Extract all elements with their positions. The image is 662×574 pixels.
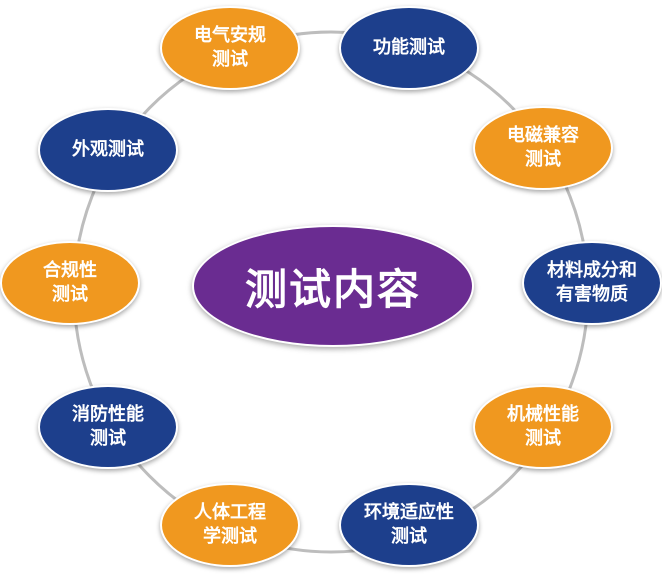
test-item-label-line: 人体工程 [194, 502, 266, 523]
test-item-label: 电磁兼容测试 [501, 124, 585, 172]
test-item-label-line: 测试 [52, 284, 88, 305]
test-item-node: 电气安规测试 [160, 6, 300, 90]
test-item-label-line: 环境适应性 [364, 502, 454, 523]
test-item-node: 消防性能测试 [38, 385, 178, 469]
test-item-label-line: 合规性 [43, 260, 97, 281]
test-item-label: 功能测试 [367, 36, 451, 60]
test-item-node: 合规性测试 [0, 241, 140, 325]
test-item-label-line: 测试 [212, 49, 248, 70]
center-title-text: 测试内容 [244, 264, 421, 314]
test-item-label-line: 有害物质 [556, 284, 628, 305]
test-item-node: 材料成分和有害物质 [522, 241, 662, 325]
test-item-label-line: 电气安规 [194, 25, 266, 46]
test-item-label: 合规性测试 [37, 259, 103, 307]
test-item-label: 人体工程学测试 [188, 501, 272, 549]
test-item-label-line: 学测试 [203, 526, 257, 547]
test-item-label-line: 外观测试 [72, 139, 144, 160]
test-item-node: 环境适应性测试 [339, 483, 479, 567]
center-title: 测试内容 [192, 225, 474, 347]
test-item-label-line: 消防性能 [72, 404, 144, 425]
test-item-label-line: 测试 [90, 428, 126, 449]
test-item-label-line: 机械性能 [507, 404, 579, 425]
test-item-node: 外观测试 [38, 108, 178, 192]
test-item-label-line: 电磁兼容 [507, 125, 579, 146]
test-item-label: 消防性能测试 [66, 403, 150, 451]
test-item-node: 电磁兼容测试 [473, 106, 613, 190]
test-item-node: 机械性能测试 [473, 385, 613, 469]
test-item-label: 外观测试 [66, 138, 150, 162]
test-item-label: 电气安规测试 [188, 24, 272, 72]
test-item-label-line: 材料成分和 [547, 260, 637, 281]
test-item-label: 机械性能测试 [501, 403, 585, 451]
test-item-label-line: 测试 [391, 526, 427, 547]
test-item-node: 功能测试 [339, 6, 479, 90]
test-item-label-line: 测试 [525, 428, 561, 449]
test-item-label: 材料成分和有害物质 [541, 259, 643, 307]
test-item-label: 环境适应性测试 [358, 501, 460, 549]
test-item-label-line: 测试 [525, 149, 561, 170]
test-item-node: 人体工程学测试 [160, 483, 300, 567]
test-item-label-line: 功能测试 [373, 37, 445, 58]
